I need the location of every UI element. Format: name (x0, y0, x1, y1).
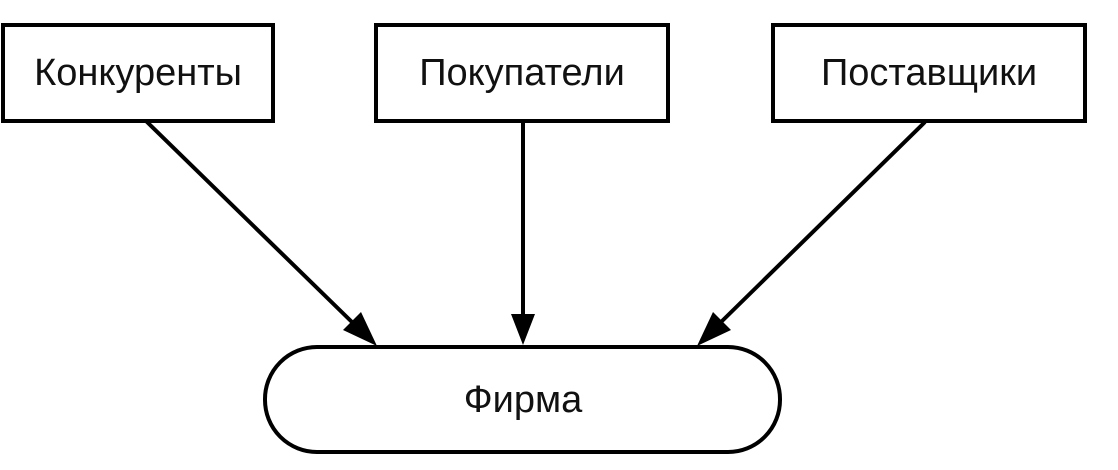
arrowhead-competitors-to-firm (343, 312, 377, 346)
node-suppliers-label: Поставщики (821, 52, 1037, 94)
node-competitors: Конкуренты (1, 23, 275, 123)
node-buyers-box (374, 23, 670, 123)
arrowhead-buyers-to-firm (511, 314, 535, 345)
edges (143, 118, 927, 346)
node-suppliers-box (771, 23, 1087, 123)
arrowhead-suppliers-to-firm (697, 312, 731, 346)
node-firm: Фирма (263, 345, 782, 454)
node-competitors-label: Конкуренты (34, 52, 242, 94)
edge-suppliers-to-firm (716, 120, 927, 327)
node-firm-label: Фирма (464, 379, 583, 421)
edge-competitors-to-firm (143, 118, 357, 327)
node-firm-box (263, 345, 782, 454)
node-buyers-label: Покупатели (419, 52, 625, 94)
node-buyers: Покупатели (374, 23, 670, 123)
node-suppliers: Поставщики (771, 23, 1087, 123)
node-competitors-box (1, 23, 275, 123)
